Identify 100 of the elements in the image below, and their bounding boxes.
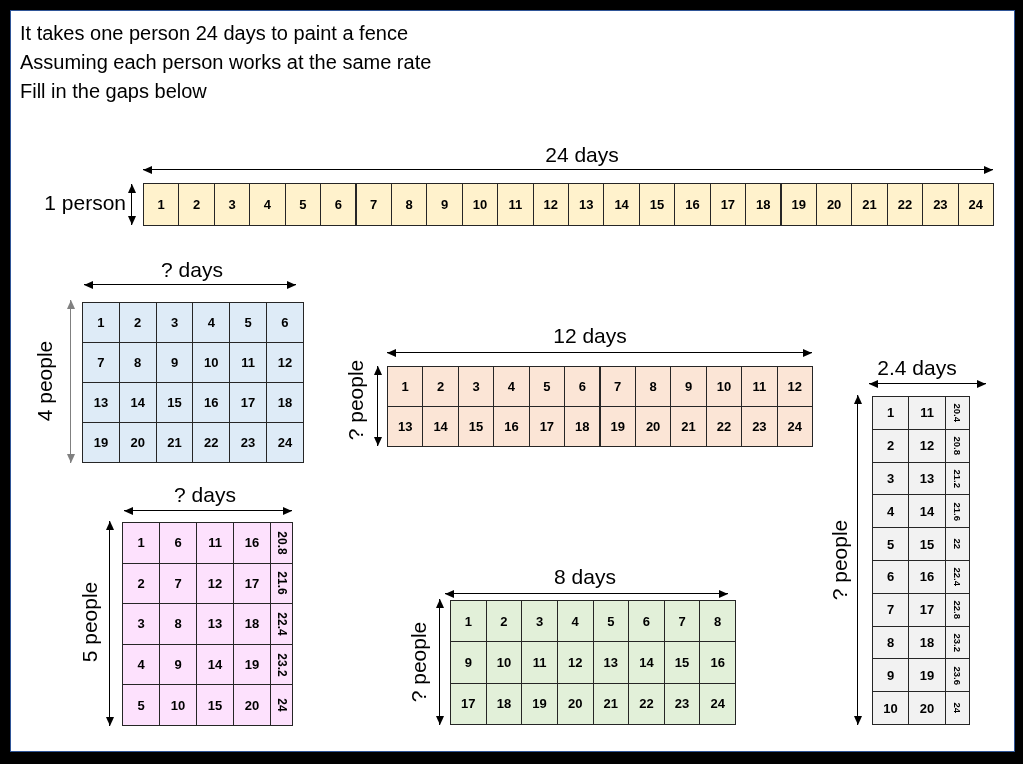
grid-cell xyxy=(82,302,120,343)
cell-number: 8 xyxy=(886,636,895,649)
duration-label: ? days xyxy=(174,483,236,507)
grid-cell xyxy=(674,183,711,226)
cell-number: 6 xyxy=(174,536,182,550)
cell-number: 20.8 xyxy=(275,531,288,555)
cell-number: 9 xyxy=(886,668,895,682)
cell-number: 18 xyxy=(575,420,590,433)
instruction-text: It takes one person 24 days to paint a fence xyxy=(20,21,409,45)
grid-cell xyxy=(461,183,499,226)
cell-number: 21.6 xyxy=(952,502,963,521)
cell-number: 9 xyxy=(440,198,449,211)
grid-cell xyxy=(122,684,160,726)
cell-number: 7 xyxy=(97,356,105,369)
cell-number: 19 xyxy=(791,198,806,211)
cell-number: 17 xyxy=(720,198,736,211)
cell-number: 17 xyxy=(461,697,476,711)
grid-cell xyxy=(320,183,357,226)
cell-number: 11 xyxy=(208,536,222,550)
cell-number: 23 xyxy=(933,198,948,211)
cell-number: 20 xyxy=(567,697,583,711)
cell-number: 16 xyxy=(244,536,260,550)
cell-number: 13 xyxy=(93,396,109,409)
duration-label: 2.4 days xyxy=(877,356,957,380)
grid-cell xyxy=(122,522,160,564)
grid-cell xyxy=(776,406,813,447)
cell-number: 3 xyxy=(228,198,236,211)
cell-number: 1 xyxy=(464,614,472,628)
cell-number: 17 xyxy=(919,603,935,617)
cell-number: 20 xyxy=(244,698,260,712)
cell-number: 5 xyxy=(607,614,615,628)
grid-cell xyxy=(776,366,813,407)
cell-number: 2 xyxy=(193,198,201,211)
cell-number: 24 xyxy=(275,698,288,712)
cell-number: 3 xyxy=(535,614,544,628)
cell-number: 6 xyxy=(886,570,895,584)
cell-number: 24 xyxy=(952,702,963,714)
cell-number: 21.6 xyxy=(275,571,288,596)
grid-cell xyxy=(266,422,304,463)
cell-number: 18 xyxy=(244,617,260,631)
grid-cell xyxy=(497,183,534,226)
duration-label: 12 days xyxy=(553,324,627,348)
fence-grid xyxy=(450,600,736,725)
cell-number: 7 xyxy=(370,198,378,211)
grid-cell xyxy=(815,183,853,226)
cell-number: 11 xyxy=(508,198,523,211)
grid-cell xyxy=(270,684,293,726)
cell-number: 15 xyxy=(649,198,665,211)
cell-number: 5 xyxy=(299,198,307,211)
grid-cell xyxy=(387,366,424,407)
cell-number: 9 xyxy=(174,658,182,672)
cell-number: 7 xyxy=(886,603,895,617)
cell-number: 16 xyxy=(710,655,725,669)
cell-number: 24 xyxy=(968,198,983,211)
cell-number: 12 xyxy=(919,439,935,453)
people-label: 5 people xyxy=(78,581,102,663)
cell-number: 2 xyxy=(134,316,142,329)
cell-number: 11 xyxy=(752,380,767,393)
cell-number: 14 xyxy=(614,198,629,211)
grid-cell xyxy=(699,600,736,643)
grid-cell xyxy=(390,183,428,226)
grid-cell xyxy=(387,406,424,447)
cell-number: 4 xyxy=(886,504,895,518)
cell-number: 17 xyxy=(539,420,555,433)
cell-number: 24 xyxy=(277,436,293,449)
cell-number: 13 xyxy=(578,198,594,211)
cell-number: 24 xyxy=(787,420,802,433)
cell-number: 22.4 xyxy=(952,567,963,587)
cell-number: 10 xyxy=(170,698,186,712)
cell-number: 12 xyxy=(567,655,583,669)
cell-number: 23.6 xyxy=(952,666,963,685)
cell-number: 20 xyxy=(645,420,661,433)
grid-cell xyxy=(284,183,322,226)
cell-number: 12 xyxy=(207,576,223,590)
duration-label: ? days xyxy=(161,258,223,282)
cell-number: 4 xyxy=(263,198,272,211)
cell-number: 2 xyxy=(437,380,445,393)
cell-number: 4 xyxy=(137,658,145,672)
fence-grid xyxy=(143,183,994,226)
cell-number: 3 xyxy=(472,380,480,393)
grid-cell xyxy=(568,183,605,226)
grid-cell xyxy=(872,691,909,725)
cell-number: 21 xyxy=(603,697,619,711)
cell-number: 8 xyxy=(649,380,657,393)
cell-number: 13 xyxy=(603,655,619,669)
instruction-text: Fill in the gaps below xyxy=(20,79,207,103)
cell-number: 2 xyxy=(886,439,895,453)
cell-number: 2 xyxy=(137,576,145,590)
cell-number: 23 xyxy=(752,420,767,433)
cell-number: 20 xyxy=(826,198,842,211)
grid-cell xyxy=(745,183,782,226)
people-label: ? people xyxy=(344,359,368,441)
cell-number: 3 xyxy=(137,617,145,631)
cell-number: 15 xyxy=(674,655,690,669)
grid-cell xyxy=(599,406,636,447)
cell-number: 8 xyxy=(405,198,413,211)
cell-number: 18 xyxy=(496,697,512,711)
cell-number: 14 xyxy=(639,655,654,669)
cell-number: 2 xyxy=(500,614,508,628)
cell-number: 7 xyxy=(174,576,182,590)
